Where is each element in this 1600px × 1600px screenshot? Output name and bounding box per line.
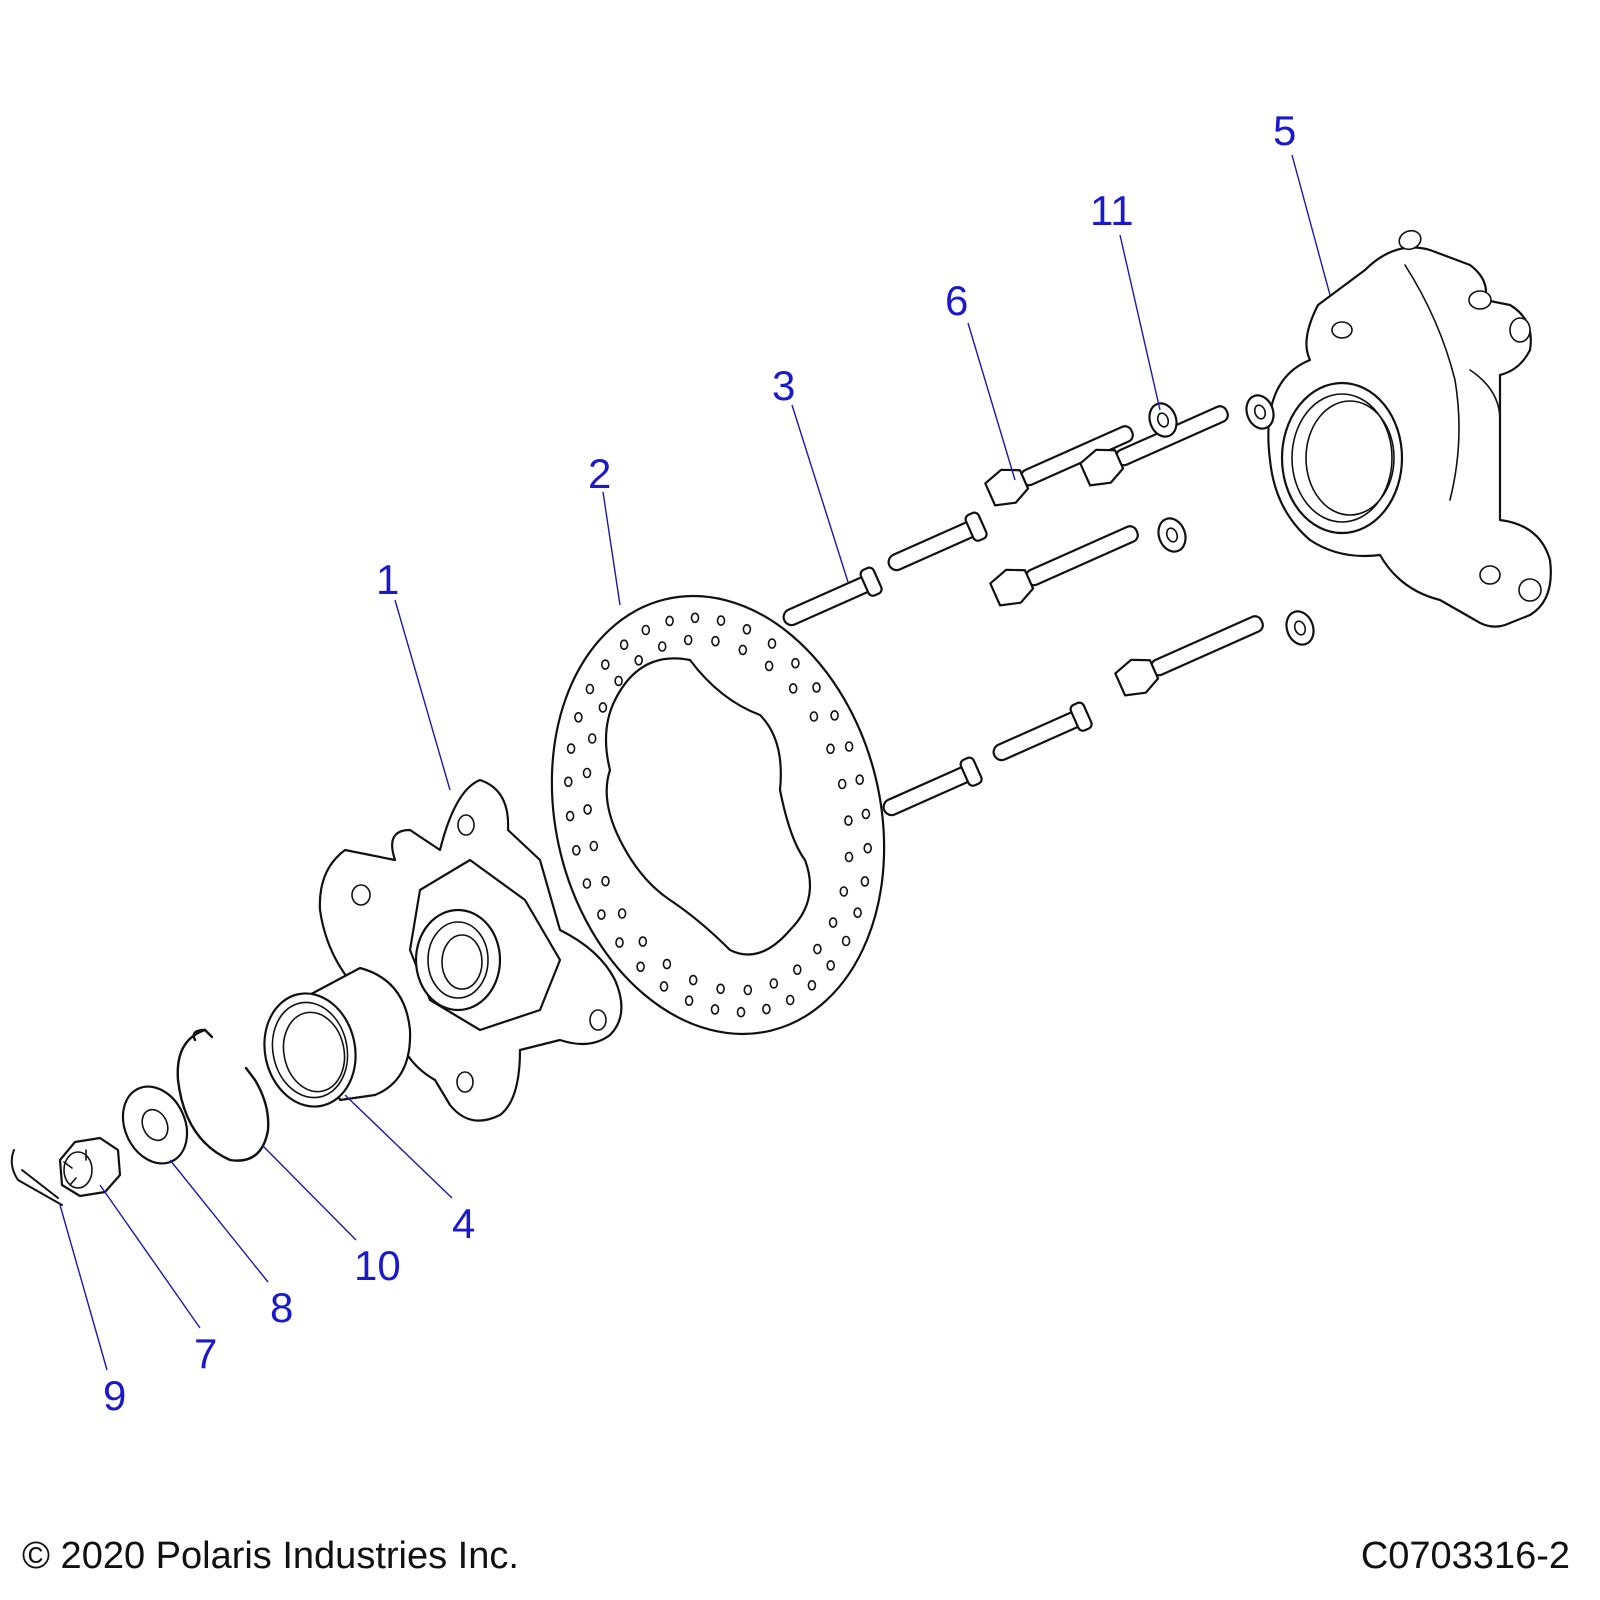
drawing-number: C0703316-2: [1360, 1535, 1570, 1577]
disc-hole: [792, 964, 802, 976]
disc-hole: [860, 876, 870, 887]
disc-hole: [764, 660, 774, 672]
leader-lines: [59, 154, 1331, 1371]
disc-hole: [826, 960, 836, 971]
bearing-carrier-part: [1267, 229, 1552, 628]
disc-hole: [638, 936, 648, 947]
disc-hole: [788, 683, 798, 694]
copyright-text: © 2020 Polaris Industries Inc.: [22, 1535, 519, 1577]
disc-hole: [657, 641, 667, 652]
bolts-part: [984, 405, 1264, 697]
disc-hole: [742, 623, 752, 635]
disc-hole: [566, 743, 576, 754]
disc-hole: [690, 612, 700, 624]
disc-hole: [641, 624, 651, 636]
disc-hole: [601, 875, 610, 887]
disc-hole: [710, 1004, 720, 1015]
disc-hole: [634, 654, 644, 666]
disc-hole: [597, 909, 606, 920]
disc-hole: [585, 683, 595, 695]
disc-hole: [853, 907, 862, 919]
disc-hole: [844, 815, 853, 826]
disc-hole: [583, 804, 592, 815]
disc-hole: [841, 935, 851, 947]
disc-hole: [837, 778, 847, 790]
callout-3: 3: [772, 362, 795, 409]
disc-hole: [812, 682, 821, 693]
callout-10: 10: [354, 1242, 401, 1289]
disc-hole: [615, 937, 624, 948]
disc-hole: [582, 767, 592, 779]
callout-9: 9: [103, 1372, 126, 1419]
cotter-pin-part: [10, 1149, 63, 1206]
disc-hole: [767, 638, 777, 649]
disc-hole: [636, 961, 645, 973]
wheel-bearing-part: [263, 966, 412, 1108]
disc-hole: [565, 810, 575, 822]
disc-hole: [571, 844, 581, 856]
callout-6: 6: [945, 277, 968, 324]
callout-1: 1: [376, 556, 399, 603]
washer-part: [121, 1085, 189, 1165]
disc-hole: [809, 711, 819, 722]
disc-hole: [855, 774, 865, 786]
disc-hole: [582, 878, 592, 889]
disc-hole: [688, 974, 698, 986]
brake-disc-part: [550, 594, 886, 1036]
disc-hole: [614, 675, 623, 687]
disc-hole: [684, 995, 694, 1007]
disc-holes: [563, 612, 873, 1018]
bolt-washers-part: [1148, 394, 1315, 646]
disc-hole: [738, 644, 748, 656]
hub-part: [318, 778, 623, 1122]
disc-hole: [736, 1006, 746, 1018]
disc-hole: [563, 776, 573, 788]
disc-hole: [785, 994, 795, 1006]
callout-11: 11: [1090, 187, 1134, 234]
castle-nut-part: [58, 1136, 122, 1198]
callout-7: 7: [194, 1330, 217, 1377]
disc-hole: [665, 615, 674, 627]
disc-hole: [844, 851, 854, 863]
disc-hole: [659, 981, 669, 992]
callout-5: 5: [1273, 107, 1296, 154]
disc-hole: [711, 635, 720, 647]
disc-hole: [830, 710, 839, 721]
callout-numbers: 1 2 3 4 5 6 7 8 9 10 11: [103, 107, 1296, 1419]
disc-hole: [587, 733, 597, 744]
callout-2: 2: [588, 450, 611, 497]
callout-8: 8: [270, 1284, 293, 1331]
disc-hole: [600, 659, 610, 670]
disc-hole: [617, 908, 627, 919]
disc-hole: [716, 615, 726, 626]
disc-hole: [662, 958, 672, 970]
disc-hole: [839, 886, 849, 897]
wheel-studs-part: [782, 511, 1093, 817]
retaining-ring-part: [176, 1028, 270, 1162]
disc-hole: [743, 984, 753, 996]
disc-hole: [861, 808, 871, 820]
disc-hole: [762, 1003, 771, 1015]
disc-hole: [598, 702, 608, 713]
disc-hole: [574, 711, 583, 723]
disc-hole: [844, 741, 854, 752]
disc-hole: [769, 978, 779, 989]
callout-4: 4: [452, 1200, 475, 1247]
disc-hole: [863, 842, 873, 854]
disc-hole: [716, 983, 725, 995]
disc-hole: [813, 943, 822, 955]
disc-hole: [828, 917, 838, 928]
disc-hole: [807, 979, 817, 991]
disc-hole: [619, 639, 629, 651]
disc-hole: [589, 840, 599, 852]
disc-hole: [683, 634, 693, 646]
disc-hole: [791, 657, 800, 669]
disc-hole: [826, 743, 835, 755]
